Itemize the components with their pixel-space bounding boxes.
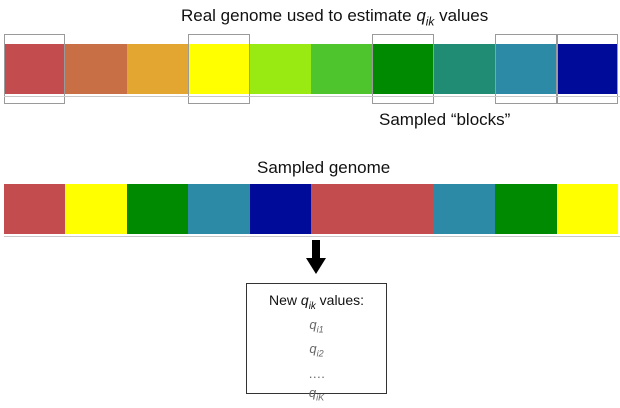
sampled-genome-block [249, 184, 311, 234]
real-genome-block [249, 44, 311, 94]
real-genome-title: Real genome used to estimate qik values [181, 6, 488, 28]
sampled-genome-block [65, 184, 127, 234]
sampled-block-frame [556, 34, 618, 104]
q-value-item: qi1 [247, 315, 386, 340]
real-genome-block [65, 44, 127, 94]
sampled-genome-block [372, 184, 434, 234]
q-symbol: q [309, 316, 317, 332]
title-prefix: Real genome used to estimate [181, 6, 417, 25]
real-genome-block [310, 44, 373, 94]
title-q: q [416, 6, 426, 25]
result-box-heading: New qik values: [247, 292, 386, 312]
real-genome-block [372, 44, 434, 94]
result-head-prefix: New [268, 292, 301, 308]
sampled-genome-strip [4, 184, 618, 234]
sampled-block-frame [495, 34, 557, 104]
result-head-q: q [300, 292, 309, 308]
real-genome-baseline [4, 96, 620, 97]
title-suffix: values [434, 6, 489, 25]
sampled-genome-baseline [4, 236, 620, 237]
result-head-suffix: values: [315, 292, 365, 308]
q-symbol: q [309, 341, 317, 357]
sampled-genome-title: Sampled genome [257, 158, 391, 177]
sampled-blocks-label: Sampled “blocks” [379, 110, 511, 129]
sampled-genome-block [4, 184, 66, 234]
q-subscript: i1 [316, 324, 324, 335]
sampled-genome-block [495, 184, 557, 234]
sampled-block-frame [4, 34, 66, 104]
q-value-item: qi2 [247, 339, 386, 364]
sampled-genome-block [433, 184, 496, 234]
q-subscript: iK [316, 392, 325, 403]
real-genome-block [126, 44, 189, 94]
title-sub: ik [425, 14, 435, 29]
real-genome-block [433, 44, 496, 94]
new-q-values-box: New qik values: qi1 qi2 …. qiK [246, 283, 387, 403]
real-genome-block [495, 44, 557, 94]
sampled-genome-block [126, 184, 189, 234]
sampled-block-frame [188, 34, 250, 104]
real-genome-block [188, 44, 250, 94]
sampled-genome-block [556, 184, 618, 234]
sampled-block-frame [372, 34, 434, 104]
arrow-down-icon [306, 240, 326, 274]
real-genome-strip [4, 44, 618, 94]
ellipsis-item: …. [308, 365, 325, 381]
sampled-genome-block [310, 184, 373, 234]
real-genome-block [556, 44, 618, 94]
result-head-sub: ik [308, 300, 316, 312]
q-subscript: i2 [316, 348, 324, 359]
q-value-item: qiK [247, 383, 386, 408]
real-genome-block [4, 44, 66, 94]
q-symbol: q [308, 384, 317, 400]
sampled-genome-block [188, 184, 250, 234]
